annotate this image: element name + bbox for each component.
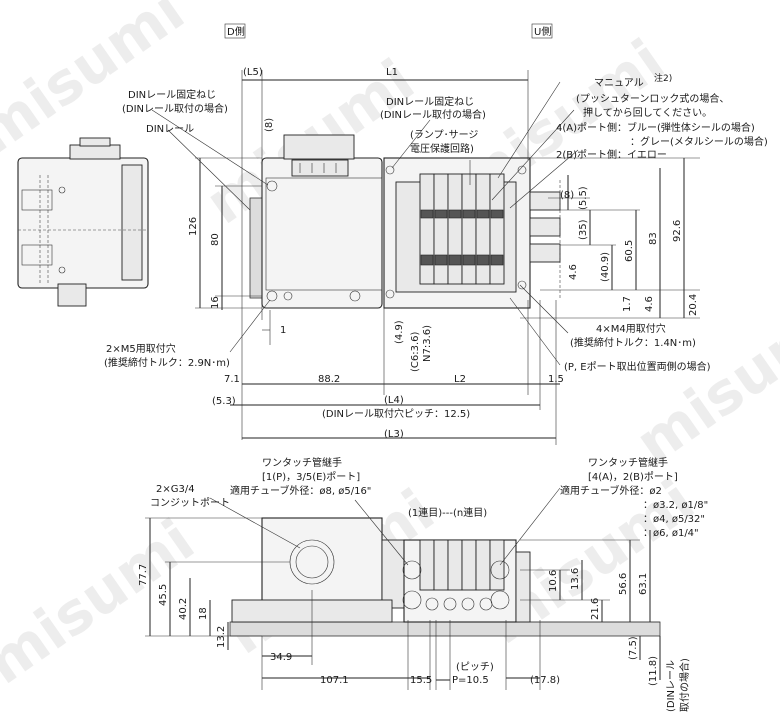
dim-60-5: 60.5: [624, 240, 635, 262]
din-screw-mid-sub: (DINレール取付の場合): [380, 108, 486, 121]
dim-107-1: 107.1: [320, 675, 349, 686]
manual-note: 注2): [654, 72, 672, 84]
dim-88-2: 88.2: [318, 374, 340, 385]
front-view: [229, 517, 661, 637]
lamp-label: (ランプ･サージ: [410, 129, 478, 141]
m5-label: 2×M5用取付穴: [106, 342, 176, 355]
one-touch-right-tube-4: ：ø6, ø1/4": [643, 528, 699, 539]
dim-40-2: 40.2: [178, 598, 189, 620]
dim-11-8: (11.8): [648, 656, 659, 686]
dim-7-1: 7.1: [224, 374, 240, 385]
dim-l3: (L3): [384, 429, 404, 440]
watermark-text: misumi: [623, 286, 780, 477]
dim-77-7: 77.7: [138, 564, 149, 586]
din-rail-front: [229, 621, 661, 637]
m4-torque: (推奨締付トルク：1.4N･m): [570, 336, 696, 349]
dim-16: 16: [210, 296, 221, 309]
m5-torque: (推奨締付トルク：2.9N･m): [104, 356, 230, 369]
manual-title: マニュアル: [594, 78, 644, 89]
d-side-tag-box: [224, 23, 246, 39]
one-touch-left-title: ワンタッチ管継手: [262, 456, 342, 469]
u-side-tag-box: [531, 23, 553, 39]
dim-l1: L1: [386, 67, 398, 78]
manual-line-1: (プッシュターンロック式の場合、: [576, 92, 729, 105]
din-screw-left-sub: (DINレール取付の場合): [122, 102, 228, 115]
dim-1-5: 1.5: [548, 374, 564, 385]
port2-label: 2(B)ポート側：イエロー: [556, 148, 667, 161]
pe-note: (P, Eポート取出位置両側の場合): [564, 360, 711, 373]
dim-l4: (L4): [384, 395, 404, 406]
dim-21-6: 21.6: [590, 598, 601, 620]
dim-80: 80: [210, 233, 221, 246]
dim-n7: N7:3.6): [422, 325, 433, 362]
one-touch-right-title: ワンタッチ管継手: [588, 456, 668, 469]
pitch-value: P=10.5: [452, 675, 489, 686]
valve-stack: [419, 173, 505, 285]
top-view: [249, 134, 561, 309]
one-touch-left-ports: [1(P)，3/5(E)ポート]: [262, 471, 360, 483]
din-screw-mid-label: DINレール固定ねじ: [386, 95, 474, 108]
top-dimensions: [151, 70, 700, 445]
dim-c6: (C6:3.6): [410, 331, 421, 372]
dim-15-5: 15.5: [410, 675, 432, 686]
one-touch-right-tube-3: ：ø4, ø5/32": [643, 514, 705, 525]
dim-l2: L2: [454, 374, 466, 385]
one-touch-right-tube-2: ：ø3.2, ø1/8": [643, 500, 708, 511]
dim-63-1: 63.1: [638, 573, 649, 595]
din-screw-left-label: DINレール固定ねじ: [128, 88, 216, 101]
dim-10-6: 10.6: [548, 570, 559, 592]
din-rail-label: DINレール: [146, 124, 194, 135]
dim-4-6-b: 4.6: [644, 296, 655, 312]
dim-1: 1: [280, 325, 286, 336]
g34-label: 2×G3/4: [156, 484, 195, 495]
conduit-port-label: コンジットポート: [150, 497, 230, 509]
dim-13-6: 13.6: [570, 568, 581, 590]
one-touch-right-ports: [4(A)，2(B)ポート]: [588, 471, 678, 483]
manual-line-2: 押してから回してください。: [583, 106, 712, 119]
dim-l5: (L5): [243, 67, 263, 78]
dim-92-6: 92.6: [672, 220, 683, 242]
dim-20-4: 20.4: [688, 294, 699, 316]
dim-34-9: 34.9: [270, 652, 292, 663]
stations-label: (1連目)---(n連目): [408, 506, 487, 519]
dim-5-5: (5.5): [578, 186, 589, 210]
dim-8-right: (8): [560, 190, 574, 201]
front-valves: [419, 539, 505, 591]
dim-83: 83: [648, 232, 659, 245]
u-side-tag: U側: [534, 25, 551, 38]
end-block: [261, 157, 383, 309]
side-view: [17, 137, 149, 307]
dim-35: (35): [578, 219, 589, 240]
dim-17-8: (17.8): [530, 675, 560, 686]
din-pitch-label: (DINレール取付穴ピッチ：12.5): [322, 407, 470, 420]
dim-126: 126: [188, 217, 199, 236]
dim-1-7: 1.7: [622, 296, 633, 312]
port4-line-1: 4(A)ポート側：ブルー(弾性体シールの場合): [556, 121, 755, 134]
dim-4-6-a: 4.6: [568, 264, 579, 280]
d-side-tag: D側: [227, 25, 245, 38]
dim-5-3: (5.3): [212, 396, 236, 407]
one-touch-right-tube: 適用チューブ外径：ø2: [560, 484, 662, 497]
dim-8-top: (8): [264, 118, 275, 132]
one-touch-left-tube: 適用チューブ外径：ø8, ø5/16": [230, 484, 371, 497]
port4-line-2: ：グレー(メタルシールの場合): [630, 135, 768, 148]
dim-4-9: (4.9): [394, 320, 405, 344]
dim-45-5: 45.5: [158, 584, 169, 606]
front-dimensions: [145, 487, 661, 690]
lamp-label-sub: 電圧保護回路): [410, 142, 474, 155]
dim-18: 18: [198, 607, 209, 620]
dim-7-5: (7.5): [628, 636, 639, 660]
watermark-text: misumi: [0, 506, 206, 697]
din-mount-sub: 取付の場合): [678, 658, 691, 712]
dim-56-6: 56.6: [618, 573, 629, 595]
dim-13-2: 13.2: [216, 626, 227, 648]
dim-40-9: (40.9): [600, 252, 611, 282]
m4-label: 4×M4用取付穴: [596, 322, 666, 335]
din-mount-label: (DINレール: [666, 660, 677, 712]
pitch-label: (ピッチ): [456, 661, 494, 673]
